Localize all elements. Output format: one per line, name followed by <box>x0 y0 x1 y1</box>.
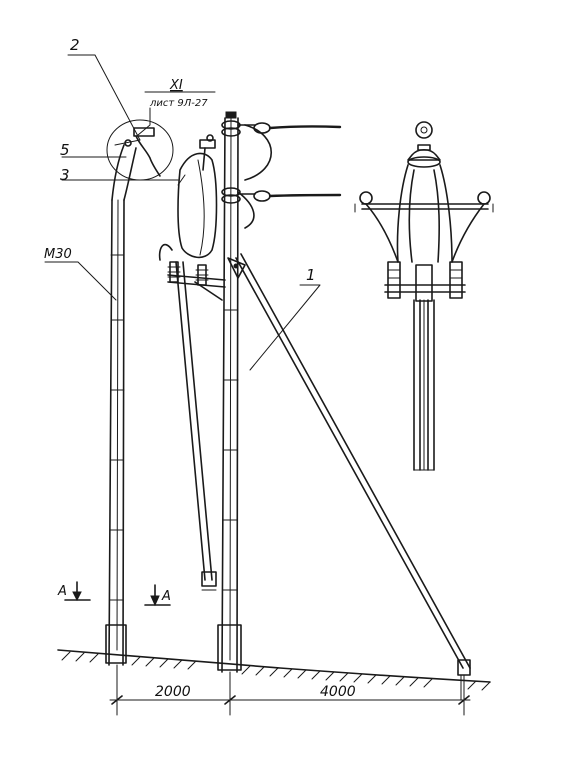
brace-strut <box>235 253 471 701</box>
middle-insulator <box>221 187 342 204</box>
dimension-2000: 2000 <box>155 684 191 700</box>
callout-2: 2 <box>70 36 80 54</box>
section-label-left: А <box>57 584 67 599</box>
top-insulator <box>221 111 342 137</box>
section-label-right: А <box>161 589 171 604</box>
callout-5: 5 <box>60 141 70 159</box>
centre-pole <box>158 111 342 673</box>
ground-line <box>57 649 491 691</box>
sheet-ref-label: лист 9Л-27 <box>149 98 208 109</box>
leader-lines <box>44 54 321 371</box>
side-view-clamps <box>384 261 466 302</box>
left-pole <box>105 144 137 666</box>
detail-ref-label: XI <box>169 78 183 93</box>
detail-xi-circle <box>106 119 174 181</box>
side-view <box>354 121 494 471</box>
callout-3: 3 <box>60 166 70 184</box>
arm-insulators <box>167 261 209 286</box>
callout-1: 1 <box>306 266 316 284</box>
section-mark-left <box>64 581 91 602</box>
dimension-4000: 4000 <box>320 684 356 700</box>
section-mark-right <box>144 584 171 607</box>
bracket-insulator <box>199 134 216 171</box>
callout-m30: М30 <box>44 247 72 262</box>
dimension-lines <box>109 664 471 716</box>
